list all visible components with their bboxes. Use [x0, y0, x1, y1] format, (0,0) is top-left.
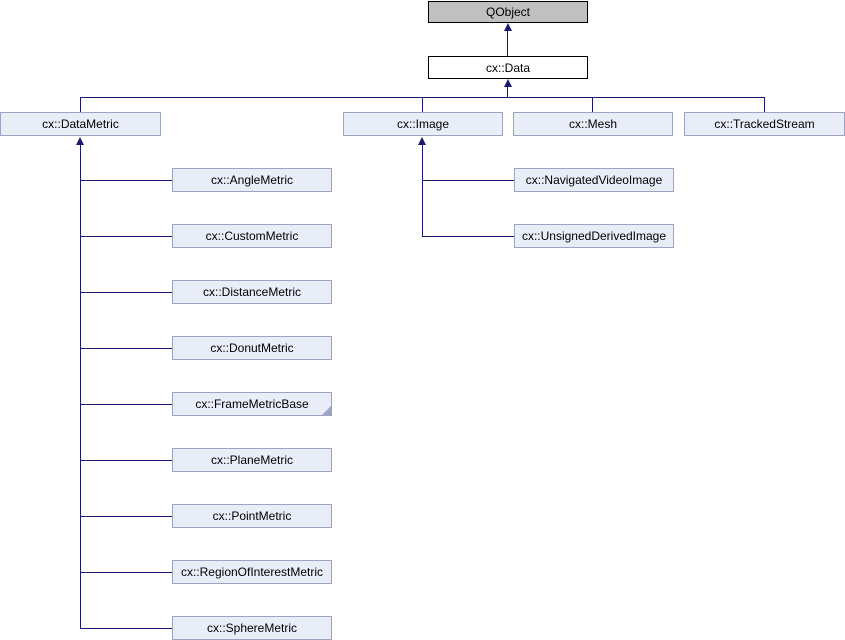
subclasses-fold-icon — [322, 406, 331, 415]
node-navigatedvideoimage-label: cx::NavigatedVideoImage — [525, 173, 663, 187]
edge-branch-unsignedderivedimage — [422, 236, 514, 237]
edge-branch-pointmetric — [80, 516, 172, 517]
node-pointmetric-label: cx::PointMetric — [212, 509, 292, 523]
node-spheremetric-label: cx::SphereMetric — [206, 621, 298, 635]
edge-datametric-spine — [80, 144, 81, 629]
edge-stub-image — [422, 97, 423, 112]
edge-stub-trackedstream — [764, 97, 765, 112]
edge-branch-spheremetric — [80, 628, 172, 629]
edge-branch-regionofinterestmetric — [80, 572, 172, 573]
node-donutmetric[interactable]: cx::DonutMetric — [172, 336, 332, 360]
edge-branch-custommetric — [80, 236, 172, 237]
arrowhead-to-image — [418, 137, 426, 145]
node-distancemetric[interactable]: cx::DistanceMetric — [172, 280, 332, 304]
node-custommetric-label: cx::CustomMetric — [205, 229, 299, 243]
edge-stub-datametric — [80, 97, 81, 112]
edge-branch-donutmetric — [80, 348, 172, 349]
arrowhead-to-qobject — [504, 23, 512, 31]
node-pointmetric[interactable]: cx::PointMetric — [172, 504, 332, 528]
edge-branch-framemetricbase — [80, 404, 172, 405]
arrowhead-to-data — [504, 79, 512, 87]
node-navigatedvideoimage[interactable]: cx::NavigatedVideoImage — [514, 168, 674, 192]
node-spheremetric[interactable]: cx::SphereMetric — [172, 616, 332, 640]
node-mesh[interactable]: cx::Mesh — [513, 112, 673, 136]
edge-branch-planemetric — [80, 460, 172, 461]
node-data-label: cx::Data — [485, 60, 530, 75]
node-regionofinterestmetric-label: cx::RegionOfInterestMetric — [180, 565, 324, 579]
node-regionofinterestmetric[interactable]: cx::RegionOfInterestMetric — [172, 560, 332, 584]
node-datametric-label: cx::DataMetric — [42, 117, 119, 131]
edge-image-spine — [422, 144, 423, 237]
node-unsignedderivedimage-label: cx::UnsignedDerivedImage — [521, 229, 667, 243]
node-framemetricbase[interactable]: cx::FrameMetricBase — [172, 392, 332, 416]
node-custommetric[interactable]: cx::CustomMetric — [172, 224, 332, 248]
node-data[interactable]: cx::Data — [428, 56, 588, 79]
node-trackedstream[interactable]: cx::TrackedStream — [684, 112, 845, 136]
node-mesh-label: cx::Mesh — [568, 117, 617, 131]
node-distancemetric-label: cx::DistanceMetric — [202, 285, 302, 299]
node-anglemetric-label: cx::AngleMetric — [210, 173, 294, 187]
edge-branch-anglemetric — [80, 180, 172, 181]
node-datametric[interactable]: cx::DataMetric — [0, 112, 161, 136]
arrowhead-to-datametric — [76, 137, 84, 145]
node-image[interactable]: cx::Image — [343, 112, 503, 136]
node-image-label: cx::Image — [396, 117, 450, 131]
edge-branch-navigatedvideoimage — [422, 180, 514, 181]
node-framemetricbase-label: cx::FrameMetricBase — [195, 397, 309, 411]
edge-branch-distancemetric — [80, 292, 172, 293]
node-unsignedderivedimage[interactable]: cx::UnsignedDerivedImage — [514, 224, 674, 248]
node-qobject[interactable]: QObject — [428, 1, 588, 23]
edge-stub-mesh — [592, 97, 593, 112]
node-anglemetric[interactable]: cx::AngleMetric — [172, 168, 332, 192]
node-qobject-label: QObject — [485, 5, 530, 19]
node-donutmetric-label: cx::DonutMetric — [210, 341, 294, 355]
node-trackedstream-label: cx::TrackedStream — [714, 117, 815, 131]
node-planemetric-label: cx::PlaneMetric — [210, 453, 294, 467]
edge-trunk-data — [507, 86, 508, 97]
edge-data-qobject — [507, 30, 508, 56]
node-planemetric[interactable]: cx::PlaneMetric — [172, 448, 332, 472]
